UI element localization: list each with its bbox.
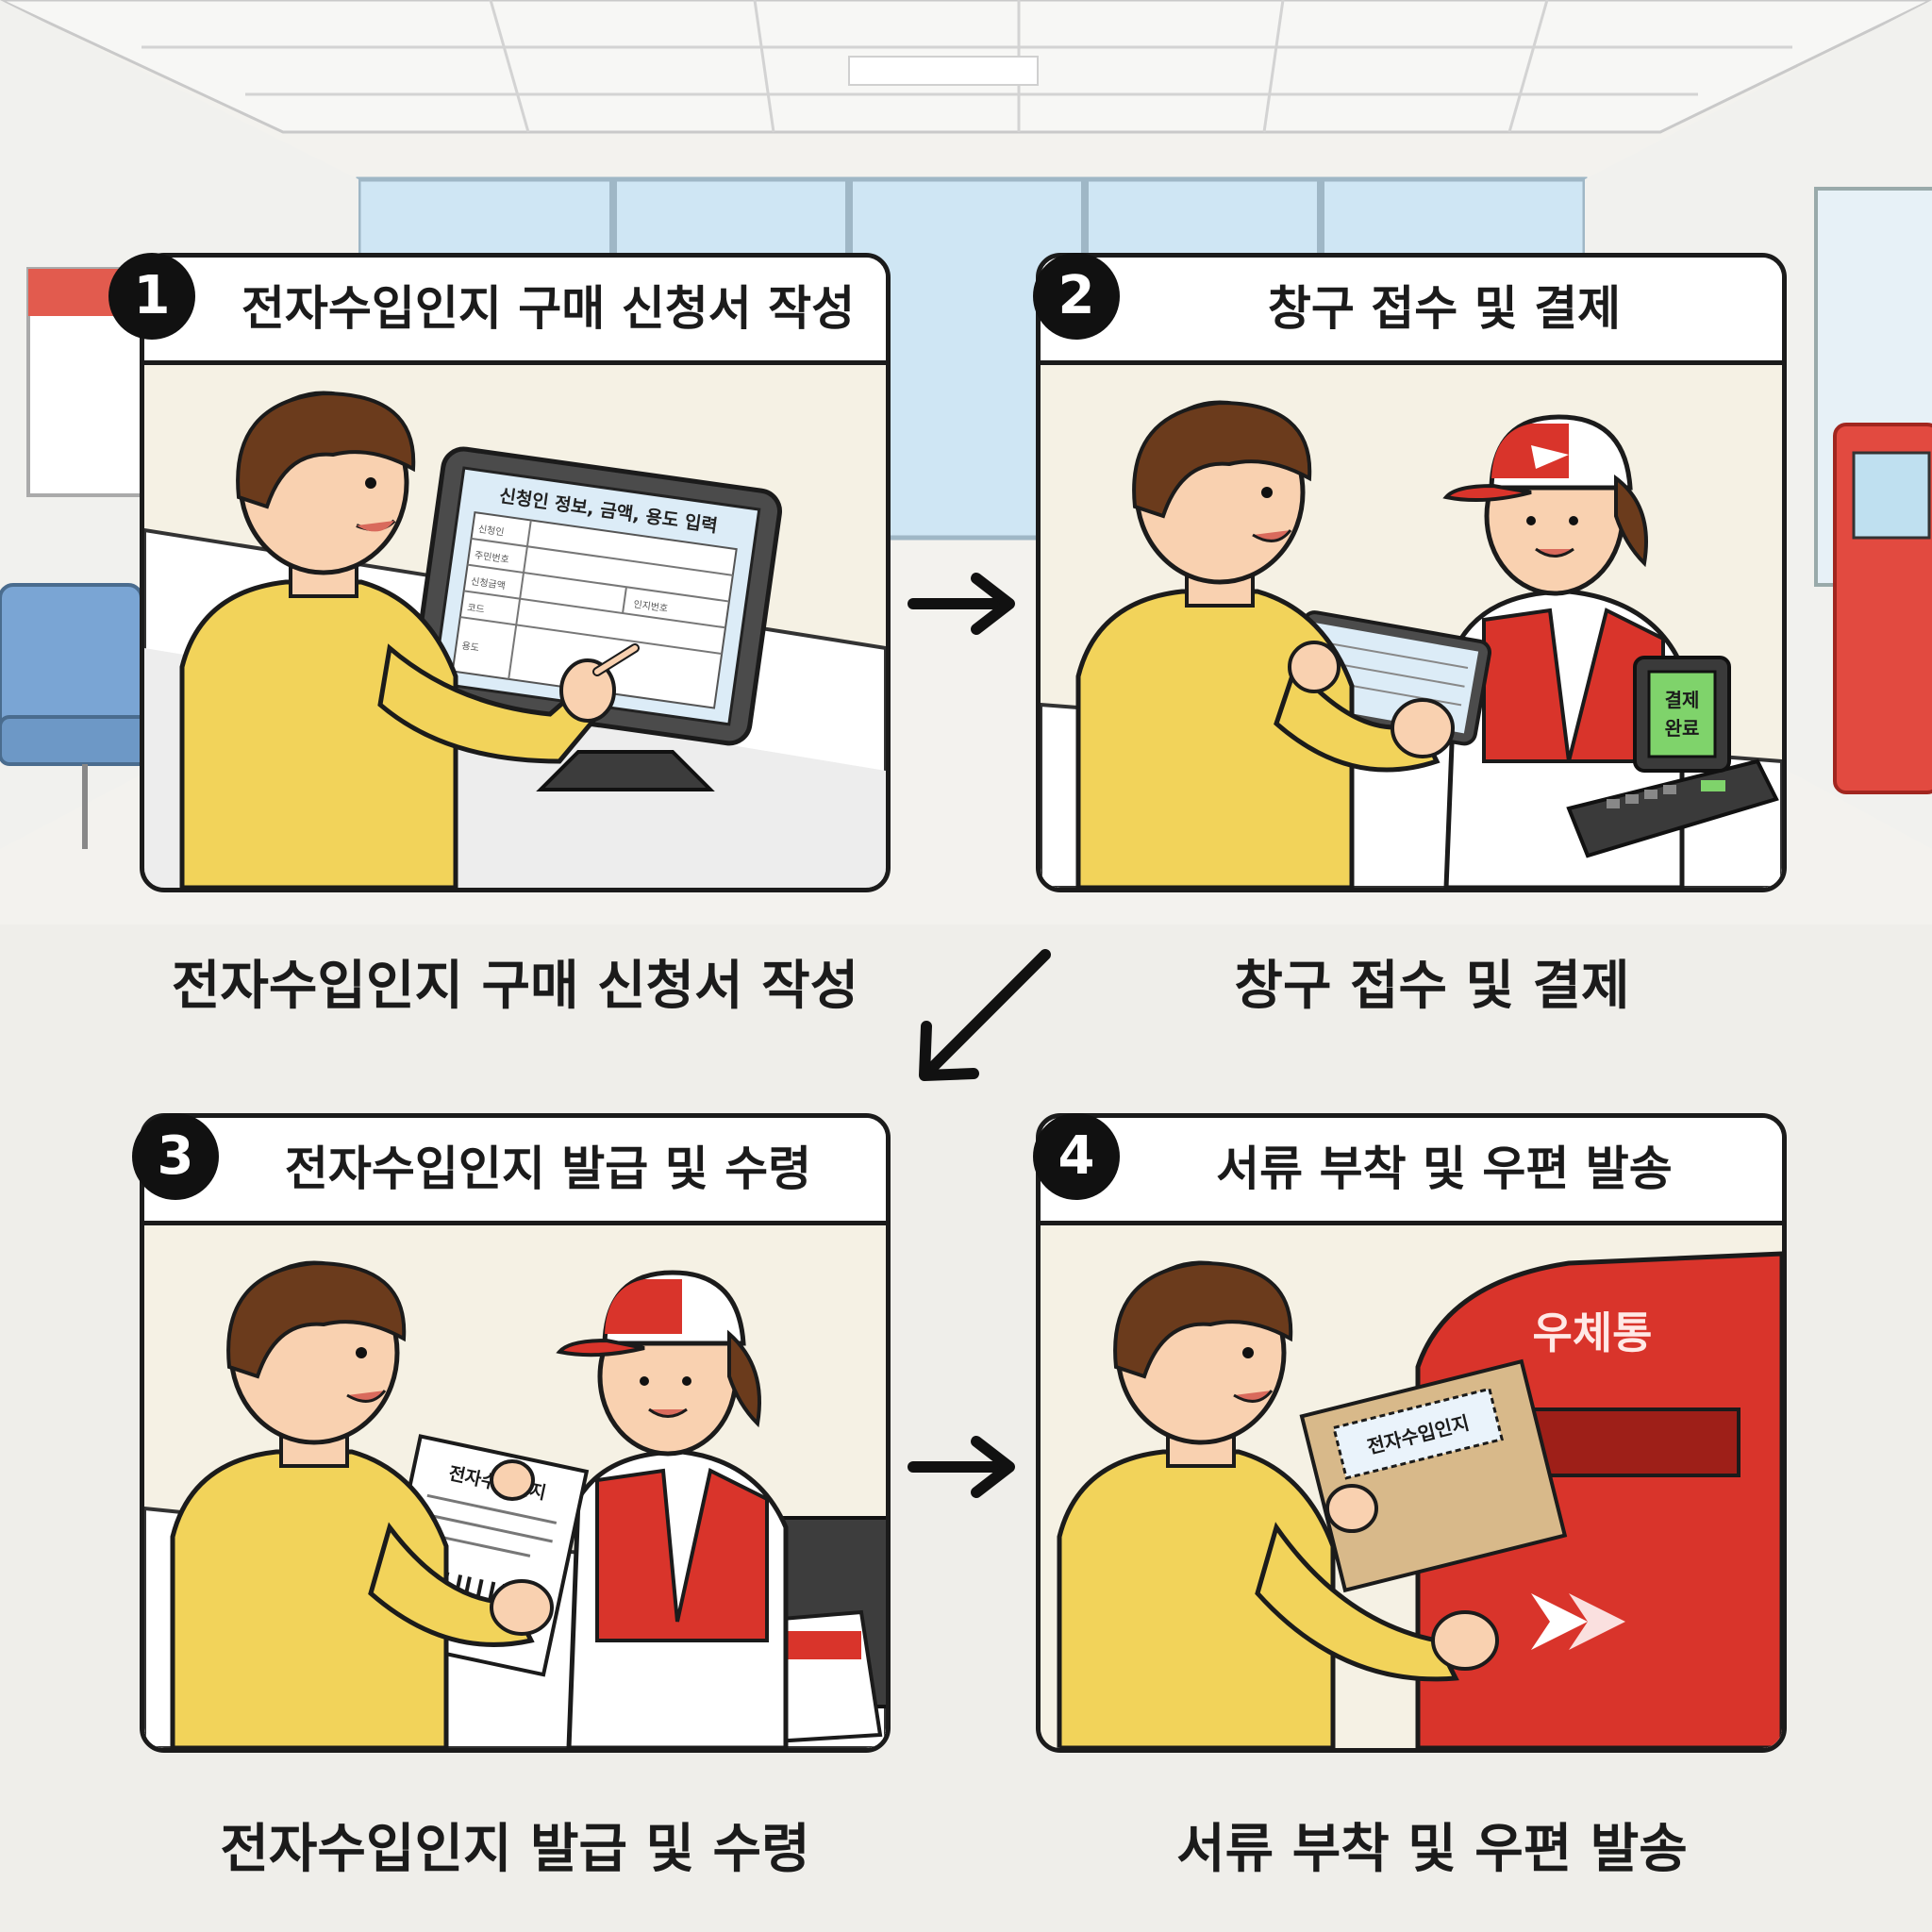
step-3-title: 전자수입인지 발급 및 수령 [284,1141,812,1196]
step-1-title: 전자수입인지 구매 신청서 작성 [241,281,856,336]
step-1-panel: 전자수입인지 구매 신청서 작성 신청인 정보, 금액, 용도 입력 신청인 주… [140,253,891,892]
clerk-figure [556,1270,789,1748]
payment-terminal: 결제 완료 [1566,656,1779,858]
right-arrow-icon [908,573,1015,635]
customer-figure [1075,400,1455,888]
step-3-illustration: 전자수입인지 [144,1225,886,1748]
kiosk-tablet: 신청인 정보, 금액, 용도 입력 신청인 주민번호 신청금액 인지번호 코드 … [410,446,782,746]
step-4-panel: 서류 부착 및 우편 발송 우체통 전자수입인지 [1036,1113,1787,1753]
step-2-badge: 2 [1033,253,1120,340]
svg-text:신청인: 신청인 [477,524,505,539]
document-envelope: 전자수입인지 [1299,1358,1568,1593]
step-4-title: 서류 부착 및 우편 발송 [1216,1141,1673,1196]
step-3-caption: 전자수입인지 발급 및 수령 [220,1819,810,1880]
step-2-header: 창구 접수 및 결제 [1041,258,1782,365]
step-3-header: 전자수입인지 발급 및 수령 [144,1118,886,1225]
step-3-panel: 전자수입인지 발급 및 수령 전자수입인지 [140,1113,891,1753]
right-arrow-icon [908,1436,1015,1498]
step-2-illustration: 결제 완료 [1041,365,1782,888]
step-1-illustration: 신청인 정보, 금액, 용도 입력 신청인 주민번호 신청금액 인지번호 코드 … [144,365,886,888]
step-4-header: 서류 부착 및 우편 발송 [1041,1118,1782,1225]
step-1-badge: 1 [108,253,195,340]
svg-text:용도: 용도 [461,641,480,654]
step-3-badge: 3 [132,1113,219,1200]
step-4-badge: 4 [1033,1113,1120,1200]
step-1-caption: 전자수입인지 구매 신청서 작성 [171,956,859,1017]
customer-figure [179,391,640,888]
step-2-panel: 창구 접수 및 결제 결제 완료 [1036,253,1787,892]
step-4-illustration: 우체통 전자수입인지 [1041,1225,1782,1748]
step-1-header: 전자수입인지 구매 신청서 작성 [144,258,886,365]
postal-logo-icon [1531,1593,1625,1650]
terminal-text-1: 결제 [1665,689,1700,711]
svg-text:신청금액: 신청금액 [470,575,506,591]
mailbox-label: 우체통 [1533,1307,1653,1358]
svg-text:코드: 코드 [466,603,485,615]
step-2-caption: 창구 접수 및 결제 [1234,956,1630,1017]
step-4-caption: 서류 부착 및 우편 발송 [1176,1819,1688,1880]
customer-figure [1057,1260,1499,1748]
customer-figure [170,1260,554,1748]
svg-text:주민번호: 주민번호 [474,550,509,566]
down-left-arrow-icon [919,949,1051,1081]
terminal-text-2: 완료 [1665,717,1700,740]
step-2-title: 창구 접수 및 결제 [1267,281,1622,336]
svg-text:인지번호: 인지번호 [633,599,669,615]
